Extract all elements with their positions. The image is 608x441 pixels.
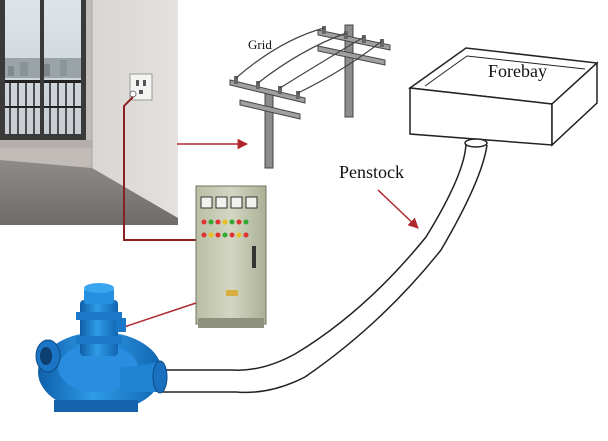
room-photo bbox=[0, 0, 178, 225]
forebay-tank-icon bbox=[407, 47, 599, 147]
arrow-penstock bbox=[377, 189, 419, 229]
forebay-label: Forebay bbox=[488, 61, 547, 81]
utility-pole-icon bbox=[229, 24, 391, 169]
cable-cabinet-to-turbine bbox=[123, 302, 197, 328]
water-turbine-icon bbox=[35, 283, 168, 412]
wall-socket-icon bbox=[129, 73, 153, 101]
control-cabinet-icon bbox=[195, 185, 267, 328]
penstock-pipe bbox=[158, 138, 488, 394]
penstock-label: Penstock bbox=[339, 162, 404, 182]
power-cable bbox=[123, 96, 198, 241]
grid-label: Grid bbox=[248, 37, 272, 52]
